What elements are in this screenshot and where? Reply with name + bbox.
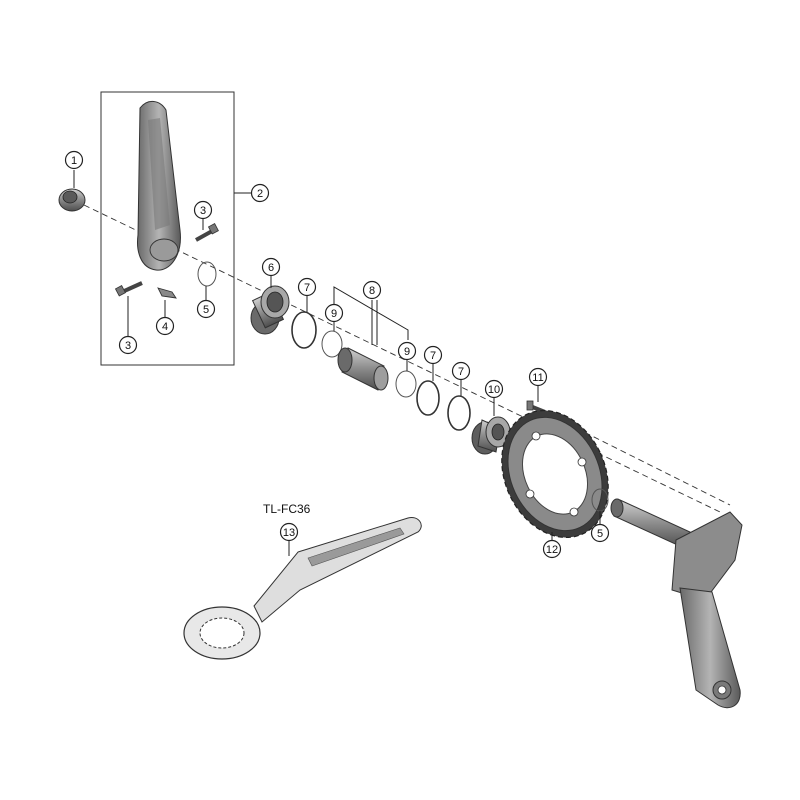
callout-9-first-number: 9 — [331, 308, 337, 320]
callout-1-number: 1 — [71, 155, 77, 167]
callout-3-upper: 3 — [193, 200, 213, 220]
callout-4-number: 4 — [162, 321, 168, 333]
callout-7-first: 7 — [297, 277, 317, 297]
tool-label-tl-fc36: TL-FC36 — [263, 502, 311, 516]
callout-13-number: 13 — [283, 527, 295, 539]
callout-5-right: 5 — [590, 523, 610, 543]
left-crank-group-box — [100, 91, 235, 366]
part-13-bb-tool-wrench — [183, 516, 422, 660]
callout-1: 1 — [64, 150, 84, 170]
callout-9-second-number: 9 — [404, 346, 410, 358]
callout-6: 6 — [261, 257, 281, 277]
part-7-spacer-1 — [291, 311, 317, 349]
part-6-left-bearing-cup — [250, 285, 290, 335]
callout-13: 13 — [279, 522, 299, 542]
part-3-pinch-bolt-lower — [114, 281, 143, 297]
callout-5-right-number: 5 — [597, 528, 603, 540]
callout-3-lower: 3 — [118, 335, 138, 355]
callout-6-number: 6 — [268, 262, 274, 274]
callout-10-number: 10 — [488, 384, 500, 396]
part-2-left-crank-arm — [137, 101, 181, 271]
callout-8-number: 8 — [369, 285, 375, 297]
part-12-chainring — [501, 409, 609, 539]
part-7-spacer-2 — [416, 380, 440, 416]
callout-7-third-number: 7 — [458, 366, 464, 378]
part-3-pinch-bolt-upper — [195, 223, 219, 242]
callout-7-third: 7 — [451, 361, 471, 381]
callout-2-number: 2 — [257, 188, 263, 200]
callout-12-number: 12 — [546, 544, 558, 556]
callout-3-upper-number: 3 — [200, 205, 206, 217]
callout-2: 2 — [250, 183, 270, 203]
part-4-safety-plate — [157, 287, 177, 299]
part-9-seal-ring-1 — [321, 330, 343, 358]
part-7-spacer-3 — [447, 395, 471, 431]
callout-7-second-number: 7 — [430, 350, 436, 362]
callout-11: 11 — [528, 367, 548, 387]
right-crank-arm-with-spindle — [610, 498, 743, 709]
part-9-seal-ring-2 — [395, 370, 417, 398]
callout-12: 12 — [542, 539, 562, 559]
callout-5-left: 5 — [196, 299, 216, 319]
callout-4: 4 — [155, 316, 175, 336]
callout-7-second: 7 — [423, 345, 443, 365]
part-1-cap-bolt — [58, 188, 86, 212]
callout-10: 10 — [484, 379, 504, 399]
part-10-right-bearing-cup — [471, 416, 511, 455]
part-5-washer-left — [197, 261, 217, 287]
callout-9-second: 9 — [397, 341, 417, 361]
leader-8-bracket — [333, 286, 409, 345]
callout-7-first-number: 7 — [304, 282, 310, 294]
callout-3-lower-number: 3 — [125, 340, 131, 352]
callout-8: 8 — [362, 280, 382, 300]
callout-5-left-number: 5 — [203, 304, 209, 316]
callout-9-first: 9 — [324, 303, 344, 323]
part-8-inner-cover — [337, 347, 389, 391]
callout-11-number: 11 — [532, 372, 543, 384]
